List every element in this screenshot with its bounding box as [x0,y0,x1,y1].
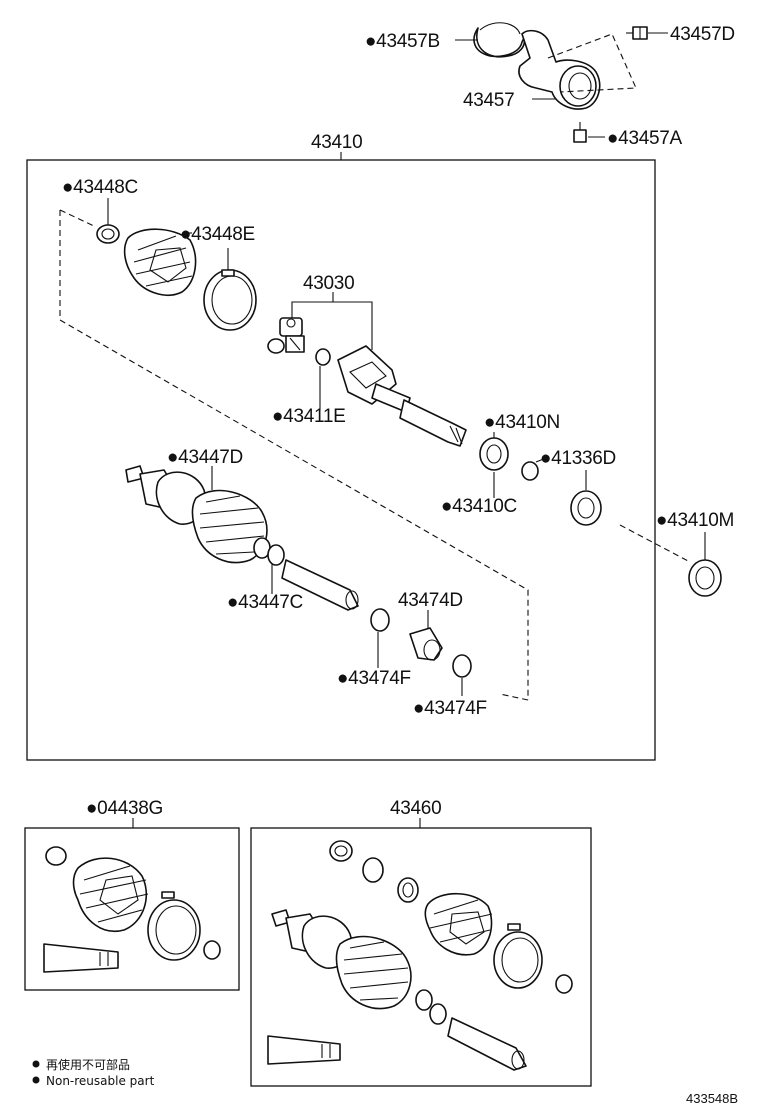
bracket-bolt-guide [547,33,637,93]
label-43411E: ●43411E [272,406,345,427]
label-43410N: ●43410N [484,412,560,433]
label-43447C: ●43447C [227,592,303,613]
label-43457A: ●43457A [607,128,683,149]
legend: 再使用不可部品 Non-reusable part [32,1057,155,1088]
tripod-joint [267,317,305,354]
bracket-bore-inner [568,72,592,100]
assembly-dash-seal [619,524,691,563]
legend-dot-chinese [32,1060,40,1068]
label-43457B: ●43457B [365,31,440,52]
kit-04438G-frame [24,827,240,991]
bracket-bolt [626,26,648,40]
label-43447D: ●43447D [167,447,243,468]
bracket-snap-ring [473,27,526,58]
label-43448E: ●43448E [180,224,255,245]
inboard-small-clamp [96,224,120,244]
label-04438G: ●04438G [86,798,163,819]
reference-code: 433548B [686,1091,738,1106]
damper-ring-left [370,608,390,632]
snap-ring-43411E [315,348,331,366]
bearing-43410C [479,437,509,471]
label-43474F-right: ●43474F [413,698,487,719]
lead-43030 [291,292,373,350]
label-43448C: ●43448C [62,177,138,198]
label-43457: 43457 [463,90,514,111]
dust-seal [570,490,602,526]
inboard-joint-housing [337,345,467,447]
kit-04438G-parts [43,846,221,973]
bracket-snap-ring-edge [479,22,521,35]
kit-43460-frame [250,827,592,1087]
kit-43460-parts [267,840,573,1071]
outboard-small-clamp [267,544,285,566]
label-43457D: 43457D [670,24,735,45]
bracket-bottom-bolt [573,122,587,143]
outer-seal-43410M [688,559,722,597]
outboard-joint-boot [125,465,271,564]
label-43474F-left: ●43474F [337,668,411,689]
label-43410: 43410 [311,132,362,153]
inboard-large-clamp [203,269,257,331]
bearing-bracket-group [455,22,668,143]
damper-ring-right [452,654,472,678]
label-43030: 43030 [303,273,354,294]
label-43410C: ●43410C [441,496,517,517]
drive-shaft [281,559,359,611]
snap-ring-41336D [521,461,539,481]
legend-english: Non-reusable part [46,1074,155,1088]
dynamic-damper [409,627,443,661]
label-43460: 43460 [390,798,441,819]
legend-dot-english [32,1076,40,1084]
legend-chinese: 再使用不可部品 [46,1057,130,1072]
label-43410M: ●43410M [656,510,734,531]
lead-41336D [535,457,547,463]
assembly-dash-outline [59,209,529,701]
label-41336D: ●41336D [540,448,616,469]
label-43474D: 43474D [398,590,463,611]
inboard-boot [123,228,197,296]
